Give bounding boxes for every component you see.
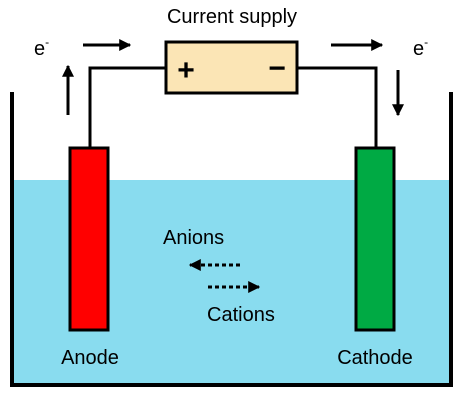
current-supply-label: Current supply [167,6,297,28]
anode-label: Anode [61,347,119,369]
battery-plus-sign: + [177,54,195,87]
electron-label-left: e- [34,35,49,60]
left-wire [88,66,166,150]
electron-label-right: e- [413,35,428,60]
right-wire [297,66,378,150]
cations-label: Cations [207,304,275,326]
anions-label: Anions [163,227,224,249]
anode-electrode [68,146,110,332]
current-supply-battery [164,40,299,95]
cathode-label: Cathode [337,347,413,369]
beaker [10,92,453,387]
battery-minus-sign: − [268,52,286,85]
cathode-electrode [354,146,396,332]
